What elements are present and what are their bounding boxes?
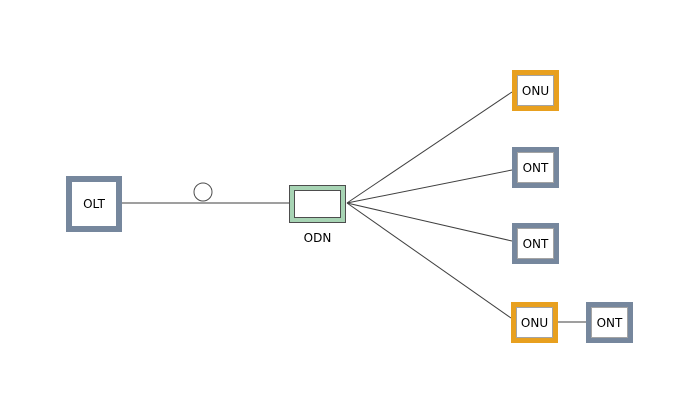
node-onu-bottom: ONU <box>511 302 558 343</box>
connector-odn-onu-bottom <box>346 202 512 319</box>
node-ont-lower: ONT <box>512 223 559 264</box>
node-ont-lower-label: ONT <box>522 236 549 251</box>
node-olt-label: OLT <box>83 197 105 211</box>
node-ont-upper: ONT <box>512 147 559 188</box>
node-odn <box>289 185 346 223</box>
node-onu-top: ONU <box>512 70 559 111</box>
node-ont-bottom-label: ONT <box>596 315 623 330</box>
fiber-loop-icon <box>193 182 213 202</box>
odn-inner-rect <box>294 190 341 218</box>
node-olt: OLT <box>66 176 122 232</box>
connector-odn-onu-top <box>346 91 513 204</box>
node-ont-upper-label: ONT <box>522 160 549 175</box>
node-odn-label: ODN <box>303 231 332 245</box>
node-onu-top-label: ONU <box>521 83 550 98</box>
connector-odn-ont-upper <box>346 169 513 204</box>
node-ont-bottom: ONT <box>586 302 633 343</box>
node-onu-bottom-label: ONU <box>520 315 549 330</box>
connector-odn-ont-lower <box>346 202 513 242</box>
